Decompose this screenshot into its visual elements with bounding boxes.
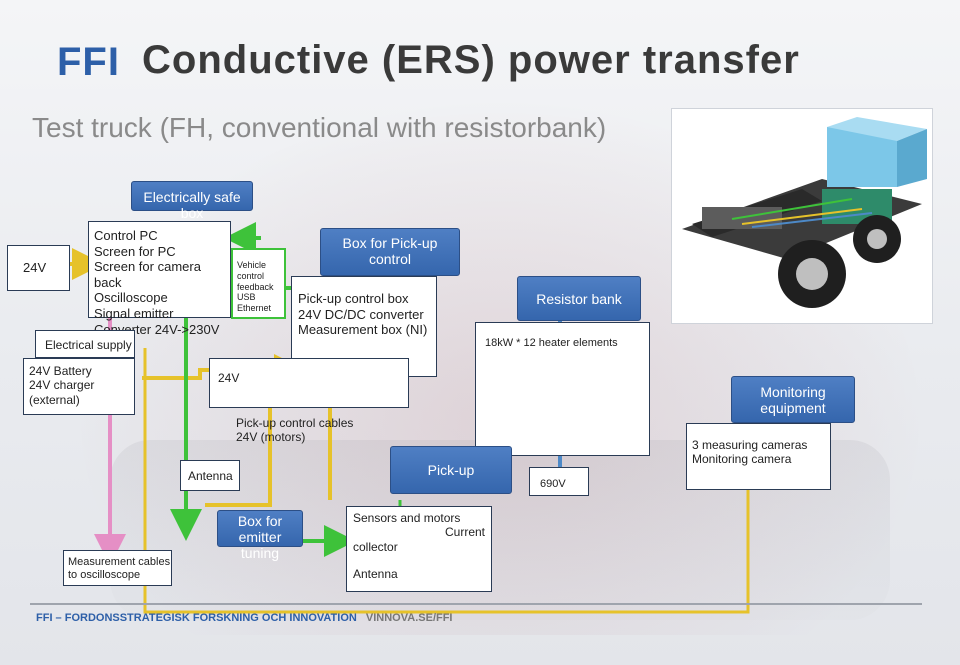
battery-box[interactable]: 24V Battery 24V charger (external) (23, 358, 135, 415)
pickup-label: Pick-up (427, 462, 475, 478)
v24-mid-label: 24V (218, 371, 240, 385)
wire-outer-loop-yellow (143, 348, 750, 614)
pickup-cables-label: Pick-up control cables 24V (motors) (236, 416, 354, 444)
antenna-box[interactable]: Antenna (180, 460, 240, 491)
box-emitter-tuning-label: Box for emitter tuning (237, 513, 283, 561)
resistor-bank-label: Resistor bank (536, 291, 622, 307)
heater-elements-label: 18kW * 12 heater elements (485, 337, 618, 349)
electrical-supply-label: Electrical supply (45, 338, 132, 352)
sensors-motors-label: Sensors and motors (353, 511, 461, 525)
cameras-label: 3 measuring cameras Monitoring camera (692, 438, 808, 467)
footer-divider (30, 603, 922, 605)
box-pickup-control[interactable]: Box for Pick-up control (320, 228, 460, 276)
measurement-cables-label: Measurement cables to oscilloscope (68, 556, 171, 582)
antenna-bottom-label: Antenna (353, 567, 398, 582)
measurement-cables-box[interactable]: Measurement cables to oscilloscope (63, 550, 172, 586)
vehicle-control-box[interactable]: Vehicle control feedback USB Ethernet (231, 248, 286, 319)
footer-site[interactable]: VINNOVA.SE/FFI (365, 612, 453, 624)
collector-label: collector (353, 539, 398, 554)
electrical-supply-box[interactable]: Electrical supply (35, 330, 135, 358)
pickup-control-list-label: Pick-up control box 24V DC/DC converter … (298, 291, 428, 338)
box-emitter-tuning[interactable]: Box for emitter tuning (217, 510, 303, 561)
v24-left-label: 24V (23, 260, 47, 275)
sensors-motors-box[interactable]: Sensors and motors Current collector Ant… (346, 506, 492, 592)
page-title: Conductive (ERS) power transfer (142, 38, 800, 82)
electrically-safe-box[interactable]: Electrically safe box (131, 181, 253, 221)
v690-label: 690V (540, 478, 566, 490)
v690-box[interactable]: 690V (529, 467, 589, 496)
footer-org: FFI – FORDONSSTRATEGISK FORSKNING OCH IN… (36, 612, 357, 624)
vehicle-control-label: Vehicle control feedback USB Ethernet (237, 260, 274, 314)
v24-mid-box[interactable]: 24V (209, 358, 409, 408)
footer: FFI – FORDONSSTRATEGISK FORSKNING OCH IN… (36, 612, 453, 624)
antenna-label: Antenna (188, 469, 233, 483)
pickup-box[interactable]: Pick-up (390, 446, 512, 494)
chassis-photo (671, 108, 933, 324)
v24-left-box[interactable]: 24V (7, 245, 70, 291)
resistor-bank-box[interactable]: Resistor bank (517, 276, 641, 321)
monitoring-equipment-label: Monitoring equipment (760, 384, 826, 416)
control-pc-box[interactable]: Control PC Screen for PC Screen for came… (88, 221, 231, 337)
electrically-safe-box-label: Electrically safe box (143, 189, 241, 221)
box-pickup-control-label: Box for Pick-up control (342, 235, 438, 267)
page-subtitle: Test truck (FH, conventional with resist… (32, 112, 607, 143)
ffi-logo: FFI (57, 40, 120, 84)
heater-elements-box[interactable]: 18kW * 12 heater elements (475, 322, 650, 456)
chassis-illustration (672, 109, 932, 323)
monitoring-equipment-box[interactable]: Monitoring equipment (731, 376, 855, 423)
battery-label: 24V Battery 24V charger (external) (29, 364, 95, 407)
current-label: Current (444, 525, 485, 540)
cameras-box[interactable]: 3 measuring cameras Monitoring camera (686, 423, 831, 490)
